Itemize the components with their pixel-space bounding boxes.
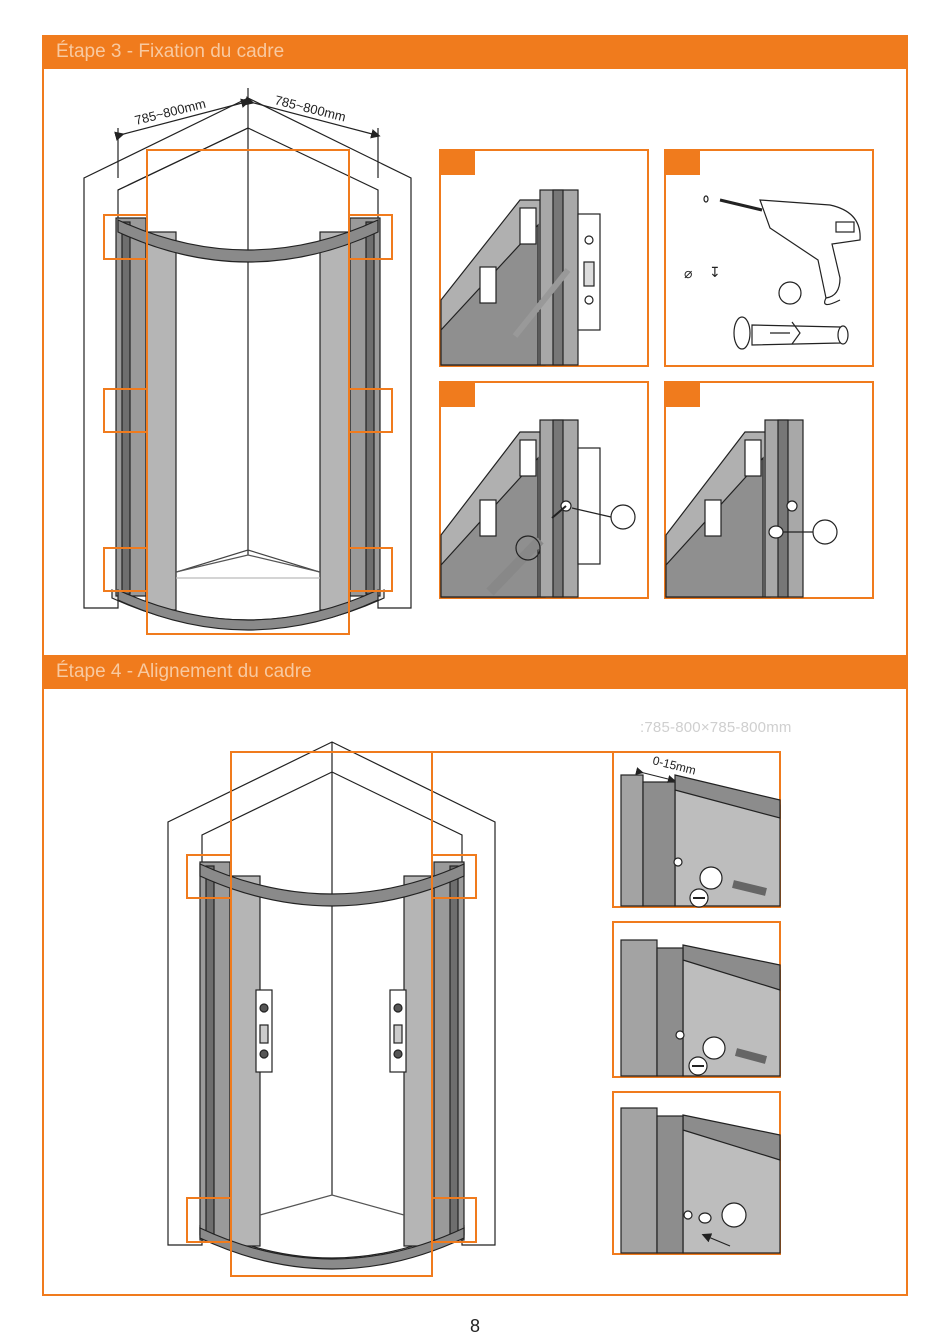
detail-panel-3-screwdriver <box>440 382 648 598</box>
spec-dimension: :785-800×785-800mm <box>640 719 792 736</box>
detail-panel-4-cap <box>665 382 873 598</box>
page-number: 8 <box>0 1316 950 1337</box>
align-detail-2 <box>613 922 780 1077</box>
detail-panel-2-drill: ⌀ ↧ <box>665 150 873 366</box>
depth-symbol: ↧ <box>709 264 721 280</box>
diameter-symbol: ⌀ <box>684 265 692 281</box>
align-detail-1 <box>613 752 780 907</box>
align-detail-3 <box>613 1092 780 1254</box>
gap-dimension: 0-15mm <box>651 753 697 777</box>
detail-panel-1 <box>440 150 648 366</box>
step4-shower-drawing <box>168 742 495 1269</box>
